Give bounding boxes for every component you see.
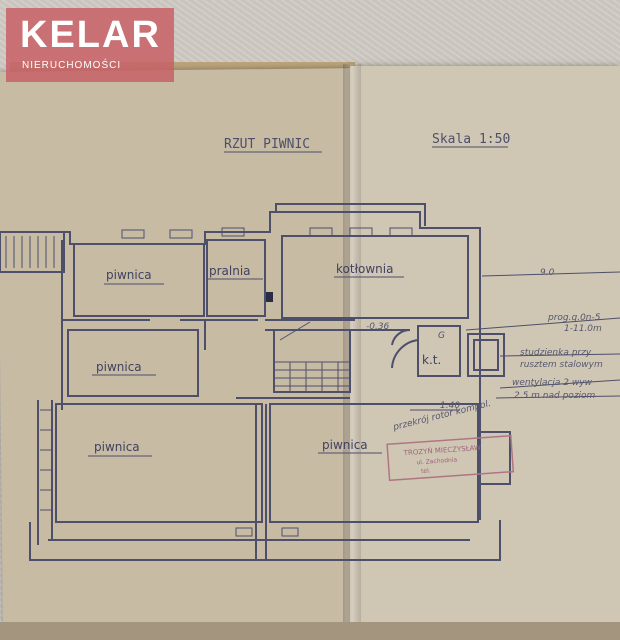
note-studzienka: studzienka przy bbox=[520, 348, 592, 358]
note-dim-small: 1.40 bbox=[440, 401, 460, 411]
note-prog: prog.g.0n-5 bbox=[547, 313, 601, 323]
stamp-line-1: TROZYŃ MIECZYSŁAW bbox=[402, 443, 481, 457]
room-label-piwnica-2: piwnica bbox=[96, 360, 142, 374]
dimension-9: 9.0 bbox=[540, 268, 555, 278]
drawing-scale: Skala 1:50 bbox=[432, 132, 510, 147]
boiler-marker bbox=[266, 292, 273, 302]
note-wentylacja: wentylacja 2 wyw bbox=[512, 378, 593, 388]
room-label-kt: k.t. bbox=[422, 353, 441, 367]
room-label-piwnica-4: piwnica bbox=[322, 438, 368, 452]
stamp bbox=[386, 434, 515, 482]
stamp-line-2: ul. Zachodnia bbox=[416, 456, 458, 466]
walls bbox=[0, 203, 511, 561]
paper-fold bbox=[343, 64, 361, 634]
note-nad-poziom: 2.5 m nad poziom bbox=[514, 391, 596, 401]
drawing-title: RZUT PIWNIC bbox=[224, 137, 310, 152]
room-label-kotlownia: kotłownia bbox=[336, 262, 393, 276]
windows bbox=[121, 227, 413, 537]
logo-tagline: NIERUCHOMOŚCI bbox=[22, 60, 122, 71]
stamp-line-3: tel. bbox=[421, 467, 431, 475]
room-label-piwnica-1: piwnica bbox=[106, 268, 152, 282]
note-level-small: -0.36 bbox=[366, 322, 390, 332]
room-label-pralnia: pralnia bbox=[209, 264, 251, 278]
dimension-lines bbox=[410, 271, 620, 411]
note-level: 1-11.0m bbox=[564, 324, 602, 334]
note-g: G bbox=[438, 331, 445, 341]
room-label-piwnica-3: piwnica bbox=[94, 440, 140, 454]
stairs-hatching bbox=[5, 236, 350, 511]
table-edge bbox=[0, 622, 620, 640]
logo-brand: KELAR bbox=[20, 14, 161, 56]
note-ruszt: rusztem stalowym bbox=[520, 360, 603, 370]
watermark-logo: KELAR NIERUCHOMOŚCI bbox=[6, 8, 174, 82]
